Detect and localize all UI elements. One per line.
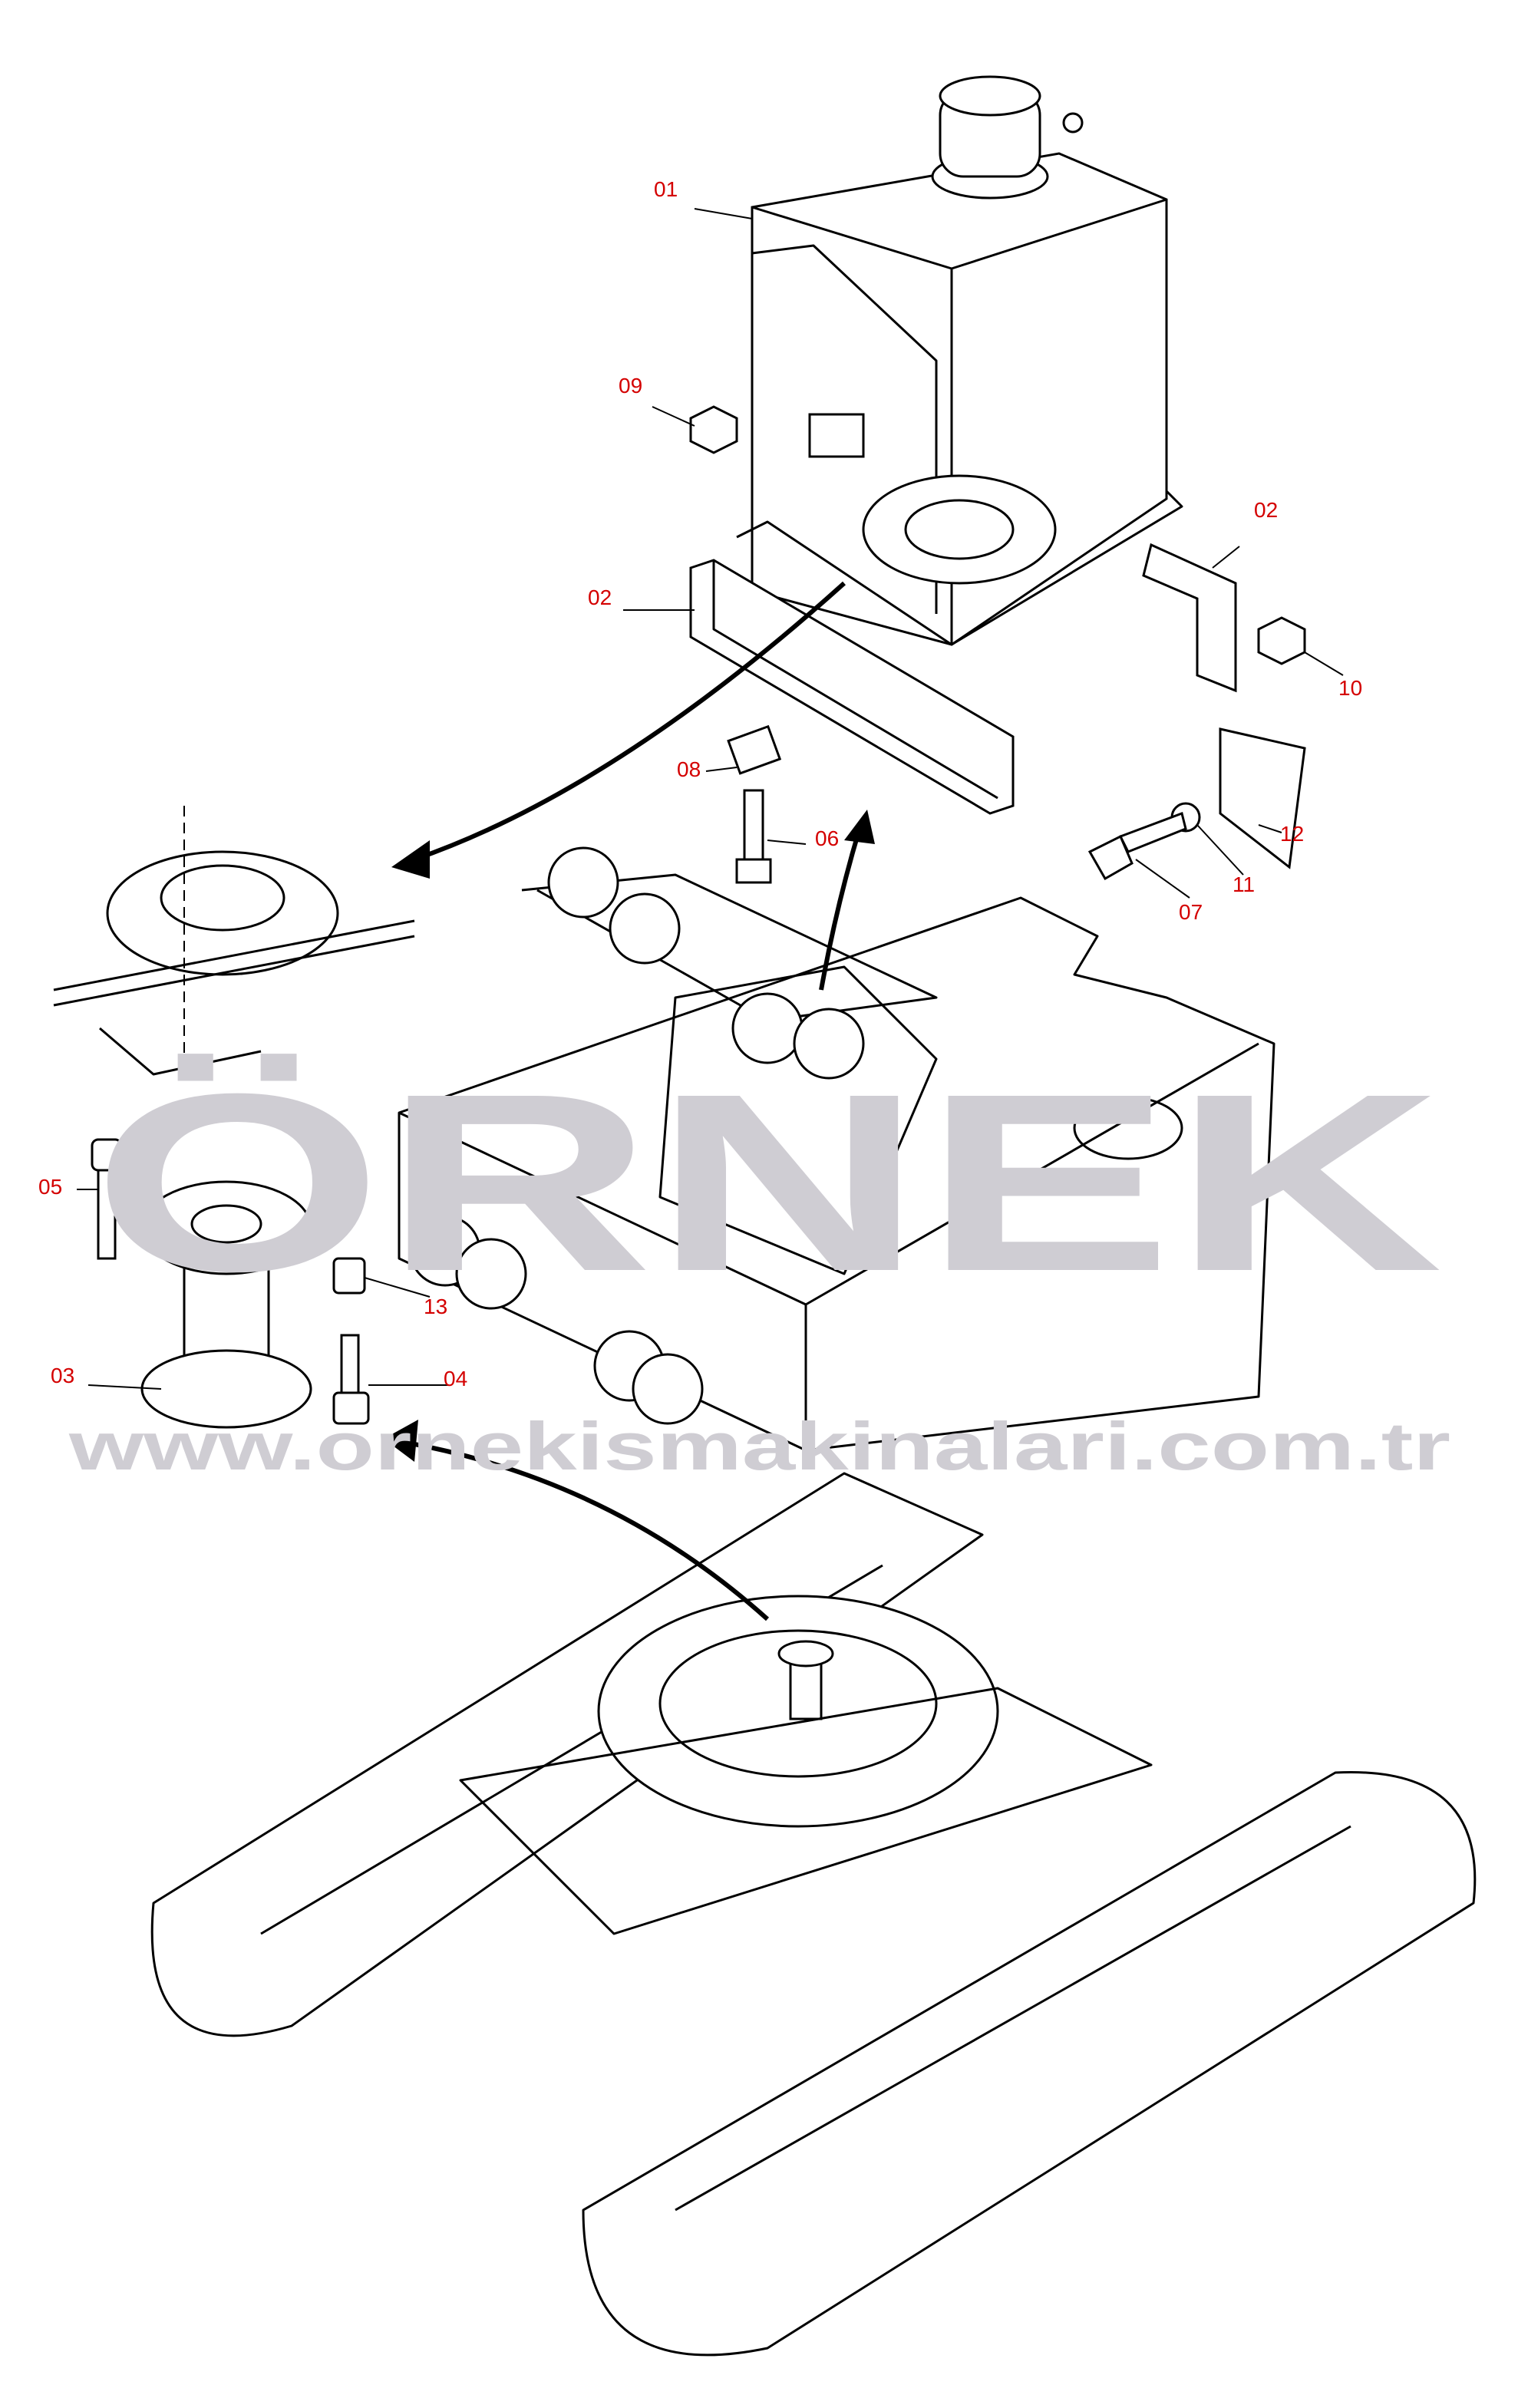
nut-10 (1257, 616, 1306, 665)
bolt-06 (735, 789, 772, 884)
callout-02-left: 02 (588, 586, 612, 609)
callout-05: 05 (38, 1175, 62, 1199)
plate-12 (1219, 727, 1306, 869)
arrow-head (391, 840, 430, 879)
arrow-head (384, 1420, 418, 1462)
watermark-url: www.ornekismakinalari.com.tr (68, 1408, 1450, 1484)
callout-03: 03 (51, 1364, 74, 1387)
callout-04: 04 (444, 1367, 467, 1390)
arrow-tank-to-swivel (414, 581, 846, 862)
arrow-frame-to-bolt (819, 828, 862, 991)
callout-12: 12 (1280, 822, 1304, 846)
undercarriage (150, 1472, 1477, 2357)
callout-09: 09 (619, 374, 642, 397)
nut-09 (689, 405, 738, 454)
bolt-07 (1087, 812, 1187, 881)
nut-13 (332, 1257, 366, 1295)
hydraulic-tank (736, 75, 1183, 646)
swivel-flange (53, 806, 415, 1076)
bolt-05 (91, 1138, 123, 1260)
callout-11: 11 (1233, 872, 1255, 896)
callout-07: 07 (1179, 900, 1203, 924)
bracket-right (1142, 543, 1237, 693)
arrow-head (844, 810, 875, 844)
callout-08: 08 (677, 757, 701, 781)
callout-02-right: 02 (1254, 498, 1278, 522)
bolt-04 (332, 1334, 370, 1425)
callout-10: 10 (1338, 676, 1362, 700)
arrow-swivel-to-column (406, 1440, 770, 1621)
washer-08 (727, 724, 782, 775)
column-03 (140, 1180, 312, 1429)
callout-01: 01 (654, 177, 678, 201)
watermark-brand: ÖRNEK (92, 1041, 1443, 1324)
upper-frame (398, 846, 1275, 1452)
callout-06: 06 (815, 826, 839, 850)
leader-lines (77, 208, 1344, 1390)
callout-13: 13 (424, 1295, 447, 1318)
